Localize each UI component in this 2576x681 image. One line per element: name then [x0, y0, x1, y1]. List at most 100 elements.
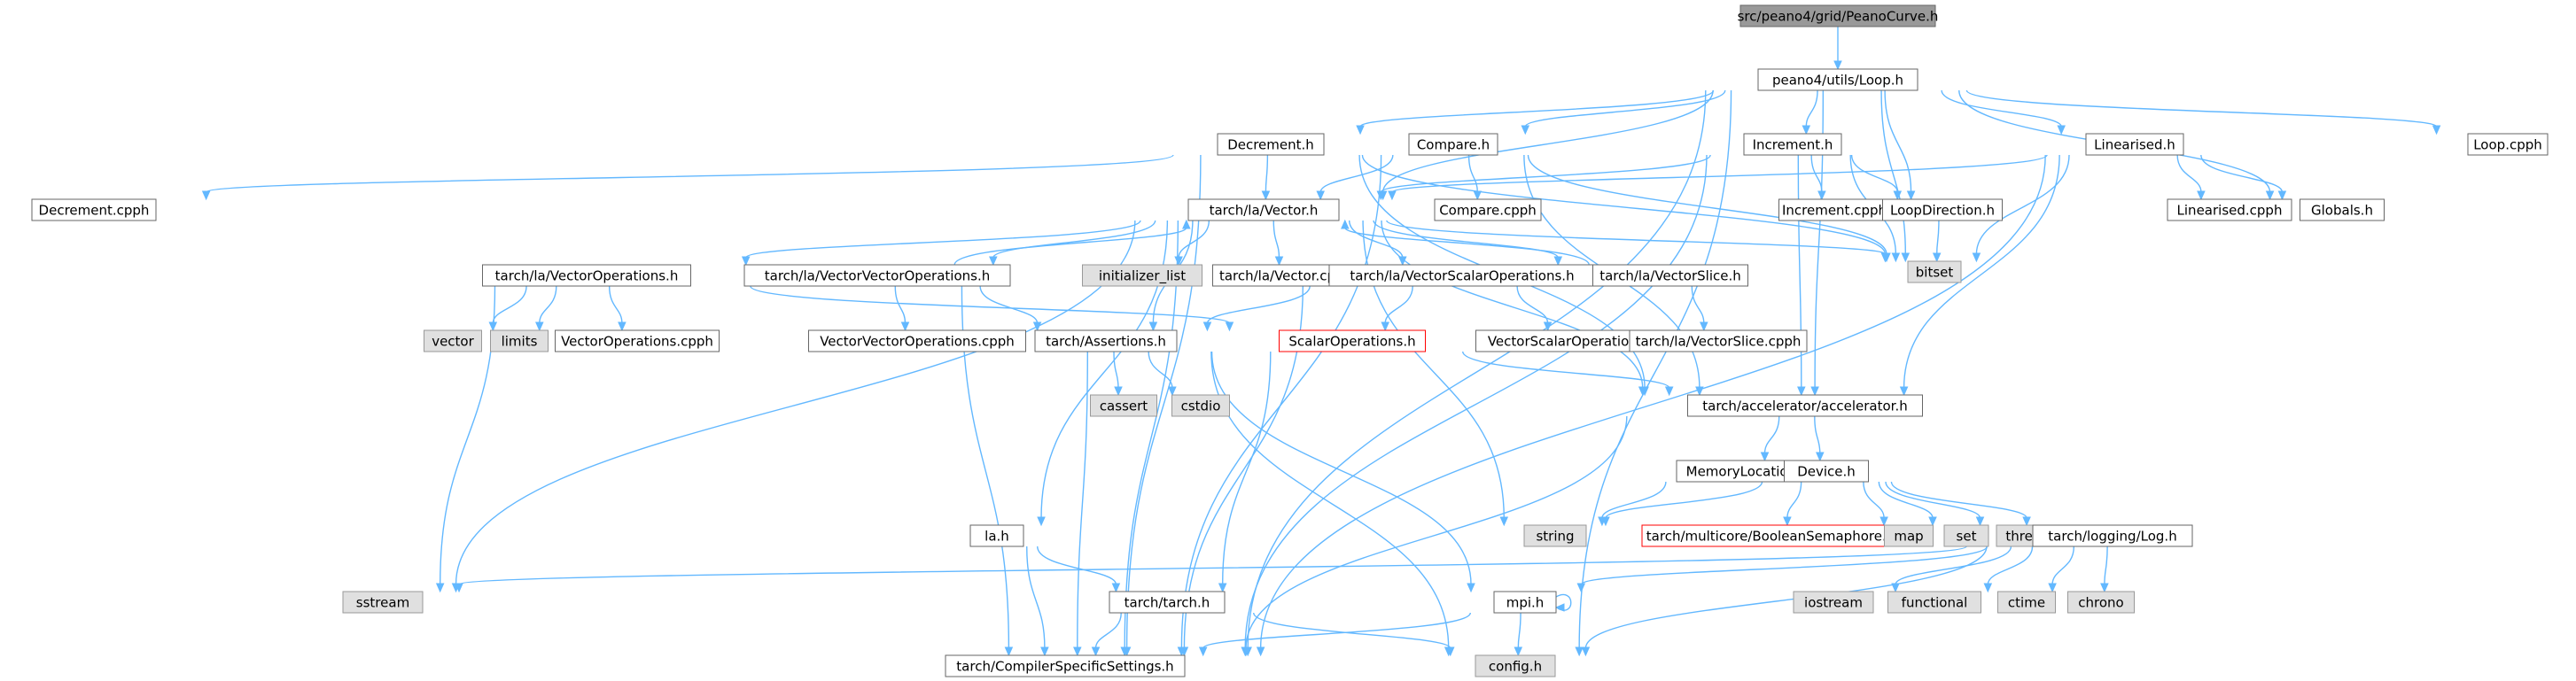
edge-arrowhead: [1817, 190, 1826, 201]
edge-arrowhead: [1341, 219, 1350, 229]
node-cstdio[interactable]: cstdio: [1171, 394, 1230, 417]
edge-line: [1252, 612, 1451, 649]
node-decrement_h[interactable]: Decrement.h: [1217, 133, 1325, 156]
node-box: [2167, 198, 2292, 221]
node-tarch_h[interactable]: tarch/tarch.h: [1109, 591, 1226, 614]
node-label: config.h: [1489, 659, 1542, 675]
edge-line: [1206, 285, 1311, 324]
edge-line: [894, 285, 907, 324]
node-increment_cpph[interactable]: Increment.cpph: [1778, 198, 1890, 221]
node-box: [945, 654, 1186, 677]
node-init_list[interactable]: initializer_list: [1082, 264, 1202, 287]
node-loop_cpph[interactable]: Loop.cpph: [2467, 133, 2549, 156]
edge-line: [1222, 351, 1272, 585]
node-label: chrono: [2078, 595, 2123, 611]
node-globals_h[interactable]: Globals.h: [2300, 198, 2385, 221]
node-vectorops_cpph[interactable]: VectorOperations.cpph: [555, 329, 720, 352]
edge-arrowhead: [2432, 125, 2441, 135]
node-log_h[interactable]: tarch/logging/Log.h: [2032, 524, 2193, 547]
edge-line: [1814, 415, 1821, 454]
node-map[interactable]: map: [1884, 524, 1934, 547]
node-label: ScalarOperations.h: [1288, 334, 1415, 350]
node-vvops_cpph[interactable]: VectorVectorOperations.cpph: [808, 329, 1026, 352]
edge-line: [1467, 154, 1478, 193]
edge-arrowhead: [1168, 386, 1177, 397]
edge-linearised_h-to-compiler_h: [1256, 154, 2046, 657]
edge-line: [2200, 154, 2284, 193]
node-box: [1997, 591, 2056, 614]
node-device_h[interactable]: Device.h: [1784, 460, 1869, 483]
node-label: tarch/tarch.h: [1125, 595, 1210, 611]
node-mpi_h[interactable]: mpi.h: [1493, 591, 1557, 614]
edge-loop_h-to-compiler_h: [1243, 89, 1707, 657]
node-vslice_cpph[interactable]: tarch/la/VectorSlice.cpph: [1629, 329, 1808, 352]
node-assertions_h[interactable]: tarch/Assertions.h: [1034, 329, 1178, 352]
edge-arrowhead: [1553, 256, 1563, 267]
node-label: Increment.cpph: [1782, 203, 1887, 219]
edge-assertions_h-to-cassert: [1113, 351, 1123, 397]
node-label: tarch/multicore/BooleanSemaphore.h: [1646, 529, 1895, 545]
node-boolsem_h[interactable]: tarch/multicore/BooleanSemaphore.h: [1641, 524, 1900, 547]
edge-line: [1247, 89, 1707, 649]
node-bitset[interactable]: bitset: [1907, 260, 1962, 283]
node-vvops_h[interactable]: tarch/la/VectorVectorOperations.h: [743, 264, 1011, 287]
node-label: tarch/accelerator/accelerator.h: [1702, 399, 1907, 414]
node-vector_std[interactable]: vector: [424, 329, 482, 352]
node-linearised_cpph[interactable]: Linearised.cpph: [2167, 198, 2292, 221]
node-box: [31, 198, 157, 221]
node-loopdirection_h[interactable]: LoopDirection.h: [1882, 198, 2003, 221]
edge-line: [1601, 481, 1667, 519]
edge-arrowhead: [1120, 646, 1129, 657]
node-peanocurve[interactable]: src/peano4/grid/PeanoCurve.h: [1738, 4, 1939, 27]
node-linearised_h[interactable]: Linearised.h: [2085, 133, 2184, 156]
edge-line: [1380, 154, 1711, 193]
edge-arrowhead: [535, 321, 544, 332]
edge-increment_h-to-loopdirection_h: [1850, 154, 1903, 201]
node-decrement_cpph[interactable]: Decrement.cpph: [31, 198, 157, 221]
edge-line: [1527, 154, 1887, 255]
edge-loop_h-to-bitset: [1880, 89, 1911, 263]
edge-arrowhead: [2057, 125, 2066, 135]
edge-increment_h-to-vector_h: [1376, 154, 1711, 201]
node-la_h[interactable]: la.h: [969, 524, 1024, 547]
node-chrono[interactable]: chrono: [2067, 591, 2135, 614]
node-iostream[interactable]: iostream: [1793, 591, 1874, 614]
node-box: [1034, 329, 1178, 352]
node-box: [2067, 591, 2135, 614]
node-cassert[interactable]: cassert: [1090, 394, 1157, 417]
node-increment_h[interactable]: Increment.h: [1743, 133, 1842, 156]
edge-device_h-to-set: [1878, 481, 1937, 527]
node-functional[interactable]: functional: [1887, 591, 1981, 614]
node-sstream[interactable]: sstream: [342, 591, 424, 614]
node-loop_h[interactable]: peano4/utils/Loop.h: [1757, 68, 1918, 91]
node-set[interactable]: set: [1943, 524, 1989, 547]
node-label: cstdio: [1181, 399, 1221, 414]
node-label: src/peano4/grid/PeanoCurve.h: [1738, 9, 1939, 25]
node-string[interactable]: string: [1523, 524, 1587, 547]
edge-vector_h-to-vslice_h: [1373, 220, 1563, 267]
node-box: [969, 524, 1024, 547]
edge-line: [455, 220, 1136, 585]
node-label: Increment.h: [1753, 137, 1833, 153]
edge-line: [1384, 285, 1413, 324]
node-compare_h[interactable]: Compare.h: [1408, 133, 1498, 156]
edge-arrowhead: [1218, 583, 1227, 593]
node-label: tarch/la/VectorScalarOperations.h: [1350, 268, 1574, 284]
node-limits[interactable]: limits: [490, 329, 549, 352]
edge-line: [1348, 220, 1404, 259]
node-scalarops_h[interactable]: ScalarOperations.h: [1279, 329, 1426, 352]
node-compare_cpph[interactable]: Compare.cpph: [1434, 198, 1542, 221]
node-accelerator_h[interactable]: tarch/accelerator/accelerator.h: [1687, 394, 1923, 417]
edge-loop_h-to-increment_h: [1802, 89, 1818, 135]
edge-loop_h-to-config_h: [1575, 89, 1732, 657]
node-config_h[interactable]: config.h: [1475, 654, 1556, 677]
node-vector_h[interactable]: tarch/la/Vector.h: [1187, 198, 1340, 221]
node-box: [424, 329, 482, 352]
node-vsops_h[interactable]: tarch/la/VectorScalarOperations.h: [1328, 264, 1596, 287]
edge-line: [1026, 546, 1046, 649]
node-vslice_h[interactable]: tarch/la/VectorSlice.h: [1592, 264, 1748, 287]
node-vectorops_h[interactable]: tarch/la/VectorOperations.h: [482, 264, 691, 287]
node-compiler_h[interactable]: tarch/CompilerSpecificSettings.h: [945, 654, 1186, 677]
node-ctime[interactable]: ctime: [1997, 591, 2056, 614]
node-label: vector: [432, 334, 474, 350]
